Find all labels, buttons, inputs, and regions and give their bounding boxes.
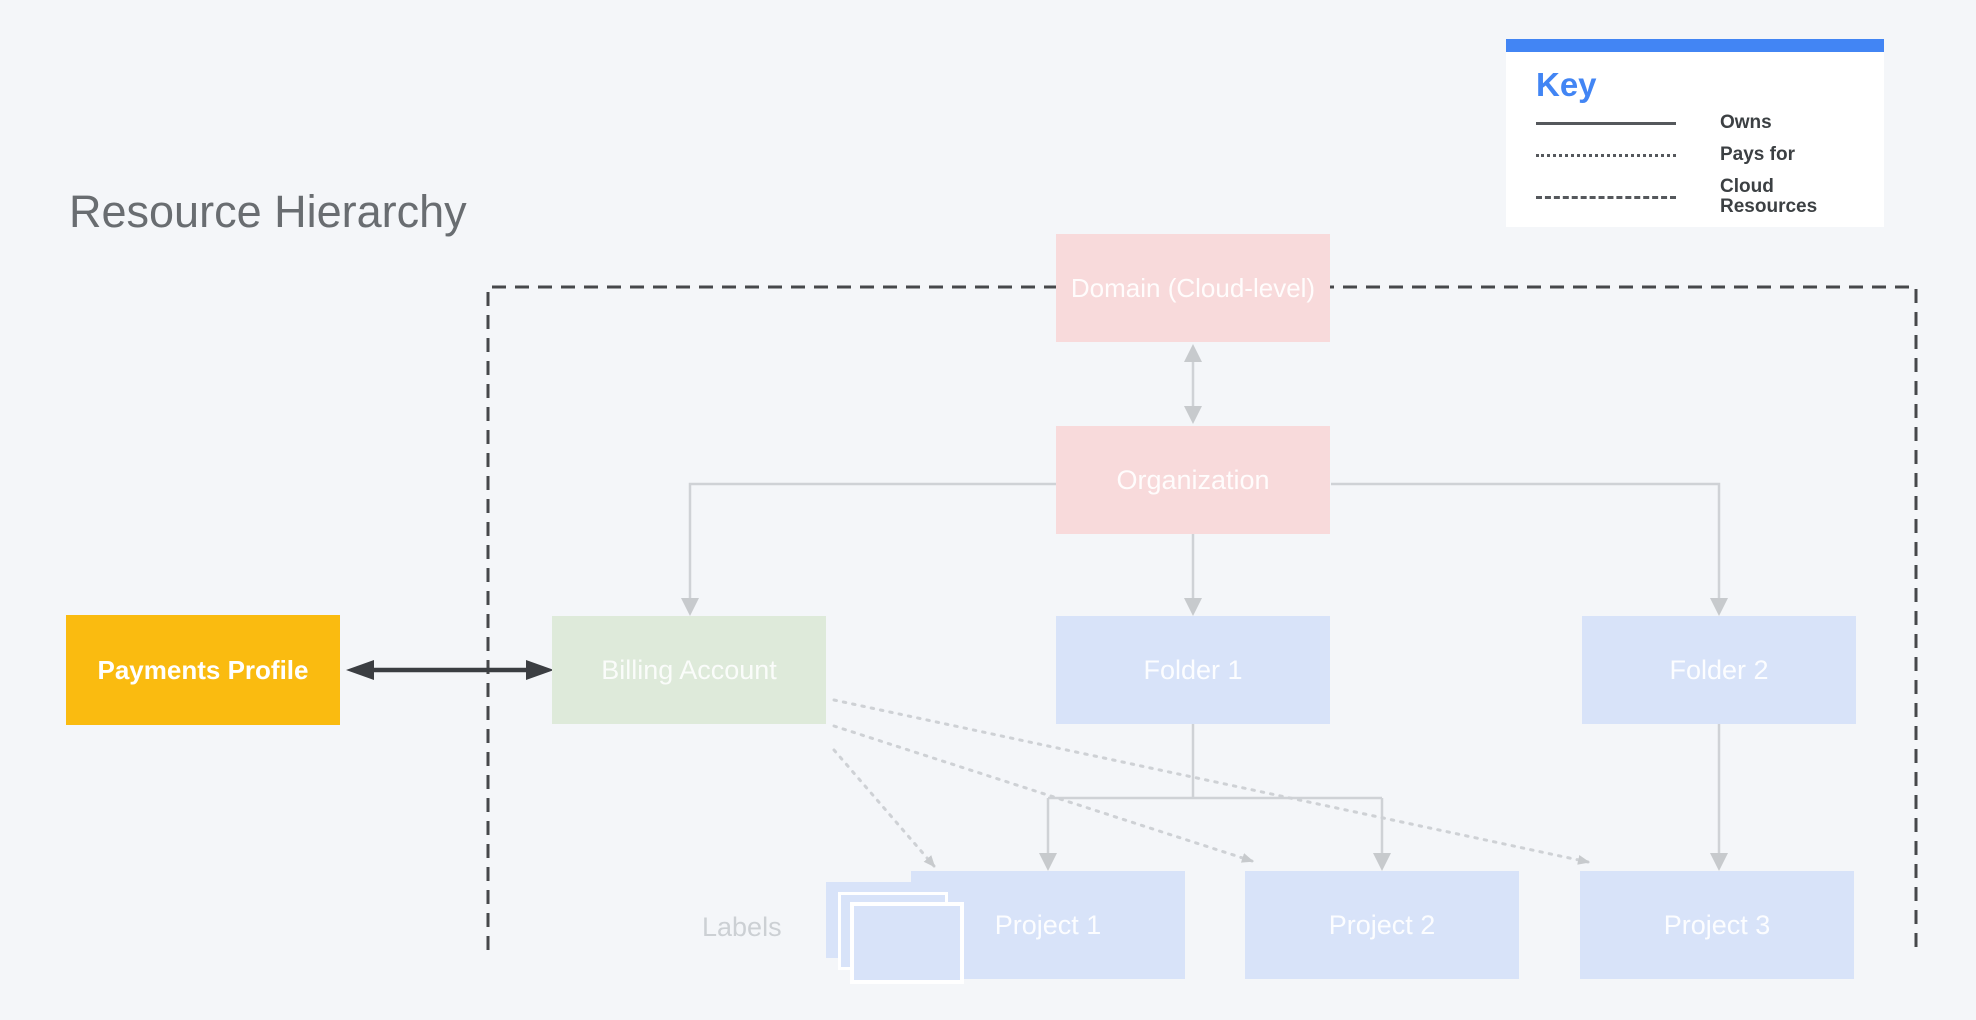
pays-for-dotted-lines [832,698,1590,868]
edge-billing-pays-project3 [832,698,1590,865]
node-project-3: Project 3 [1580,871,1854,979]
cloud-resources-boundary [486,285,1918,950]
edge-billing-pays-project2 [832,724,1254,863]
legend-rows: Owns Pays for Cloud Resources [1536,113,1866,229]
legend-label-cloud-resources: Cloud Resources [1720,176,1818,217]
solid-line-sample [1536,121,1676,125]
node-organization: Organization [1056,426,1330,534]
labels-caption: Labels [702,912,782,942]
labels-stacked-cards-icon [826,882,964,984]
node-project-1-label: Project 1 [994,909,1102,940]
edge-folder1-split [1046,723,1384,855]
node-billing-account: Billing Account [552,616,826,724]
node-folder-1-label: Folder 1 [1143,654,1243,685]
edge-billing-pays-project1 [832,748,936,868]
node-domain-label: Domain (Cloud-level) [1070,272,1316,303]
edge-payments-billing [346,660,554,680]
connector-arrowheads [681,344,1728,871]
node-folder-2: Folder 2 [1582,616,1856,724]
page-title: Resource Hierarchy [69,186,467,237]
dotted-line-sample [1536,153,1676,157]
edge-org-to-billing [688,482,1056,600]
legend-row-cloud-resources: Cloud Resources [1536,177,1866,217]
label-card-front [850,902,964,984]
legend-label-pays-for: Pays for [1720,144,1795,165]
legend-accent-bar [1506,39,1884,52]
legend-row-pays-for: Pays for [1536,145,1866,165]
dashed-line-sample [1536,195,1676,199]
edge-org-to-folder2 [1331,482,1721,600]
node-project-3-label: Project 3 [1663,909,1771,940]
legend-label-owns: Owns [1720,112,1772,133]
node-billing-account-label: Billing Account [601,654,777,685]
node-folder-1: Folder 1 [1056,616,1330,724]
legend-row-owns: Owns [1536,113,1866,133]
node-domain: Domain (Cloud-level) [1056,234,1330,342]
node-project-2-label: Project 2 [1328,909,1436,940]
legend-title: Key [1536,66,1597,103]
node-folder-2-label: Folder 2 [1669,654,1769,685]
legend-panel: Key Owns Pays for Cloud Resources [1506,39,1884,227]
node-payments-profile-label: Payments Profile [97,654,309,685]
node-payments-profile: Payments Profile [66,615,340,725]
node-organization-label: Organization [1116,464,1270,495]
node-project-2: Project 2 [1245,871,1519,979]
